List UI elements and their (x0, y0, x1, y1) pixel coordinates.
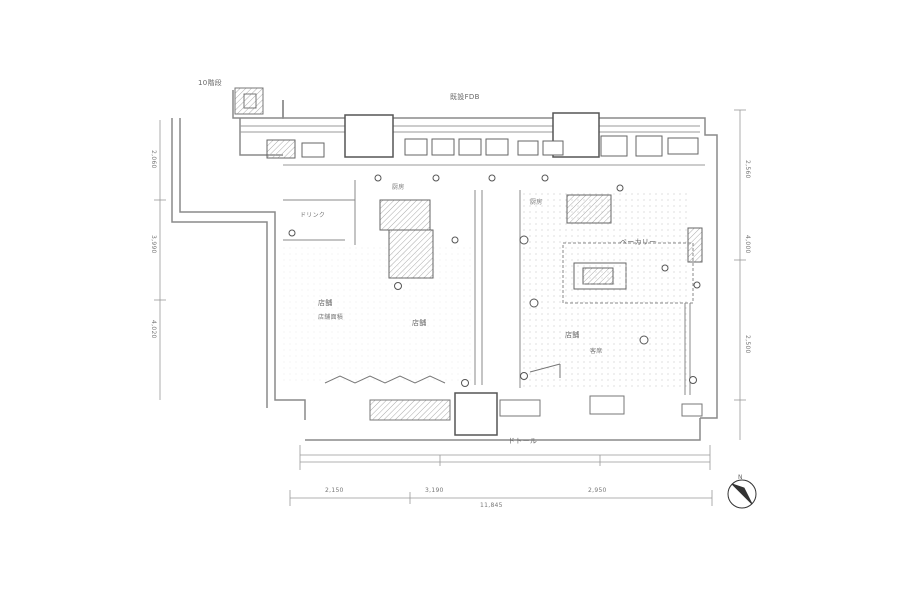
dimension-label: 11,845 (480, 502, 503, 509)
room-label: 店舗 (318, 299, 333, 307)
inner-top-wall (240, 125, 705, 166)
dimension-lines (154, 109, 746, 506)
fixtures (288, 174, 701, 387)
sub-label: 店舗面積 (318, 314, 344, 321)
dimension-label: 2,150 (325, 487, 344, 494)
outer-walls (171, 90, 718, 441)
north-label: N (738, 474, 743, 481)
dimension-label: 3,190 (425, 487, 444, 494)
stair-block (234, 87, 264, 115)
room-label: 店舗 (565, 331, 580, 339)
dimension-label: 2,560 (744, 160, 751, 179)
sub-label: 客席 (590, 348, 603, 355)
corner-label: 10階段 (198, 79, 223, 87)
bottom-label: ドトール (508, 437, 538, 445)
dimension-label: 4,020 (150, 320, 157, 339)
room-label: 厨房 (530, 199, 543, 206)
seating-row (324, 363, 703, 421)
room-label: 店舗 (412, 319, 427, 327)
room-label: ドリンク (300, 212, 326, 219)
dimension-label: 4,000 (744, 235, 751, 254)
structural-columns (344, 112, 600, 436)
room-label: 厨房 (392, 184, 405, 191)
floor-zones (283, 190, 690, 390)
dimension-label: 2,060 (150, 150, 157, 169)
room-label: ベーカリー (620, 238, 657, 246)
equipment-row-top (266, 135, 699, 159)
dimension-label: 2,950 (588, 487, 607, 494)
top-label: 既設FDB (450, 93, 480, 101)
north-arrow-icon (727, 479, 757, 509)
dimension-label: 3,990 (150, 235, 157, 254)
dimension-label: 2,500 (744, 335, 751, 354)
